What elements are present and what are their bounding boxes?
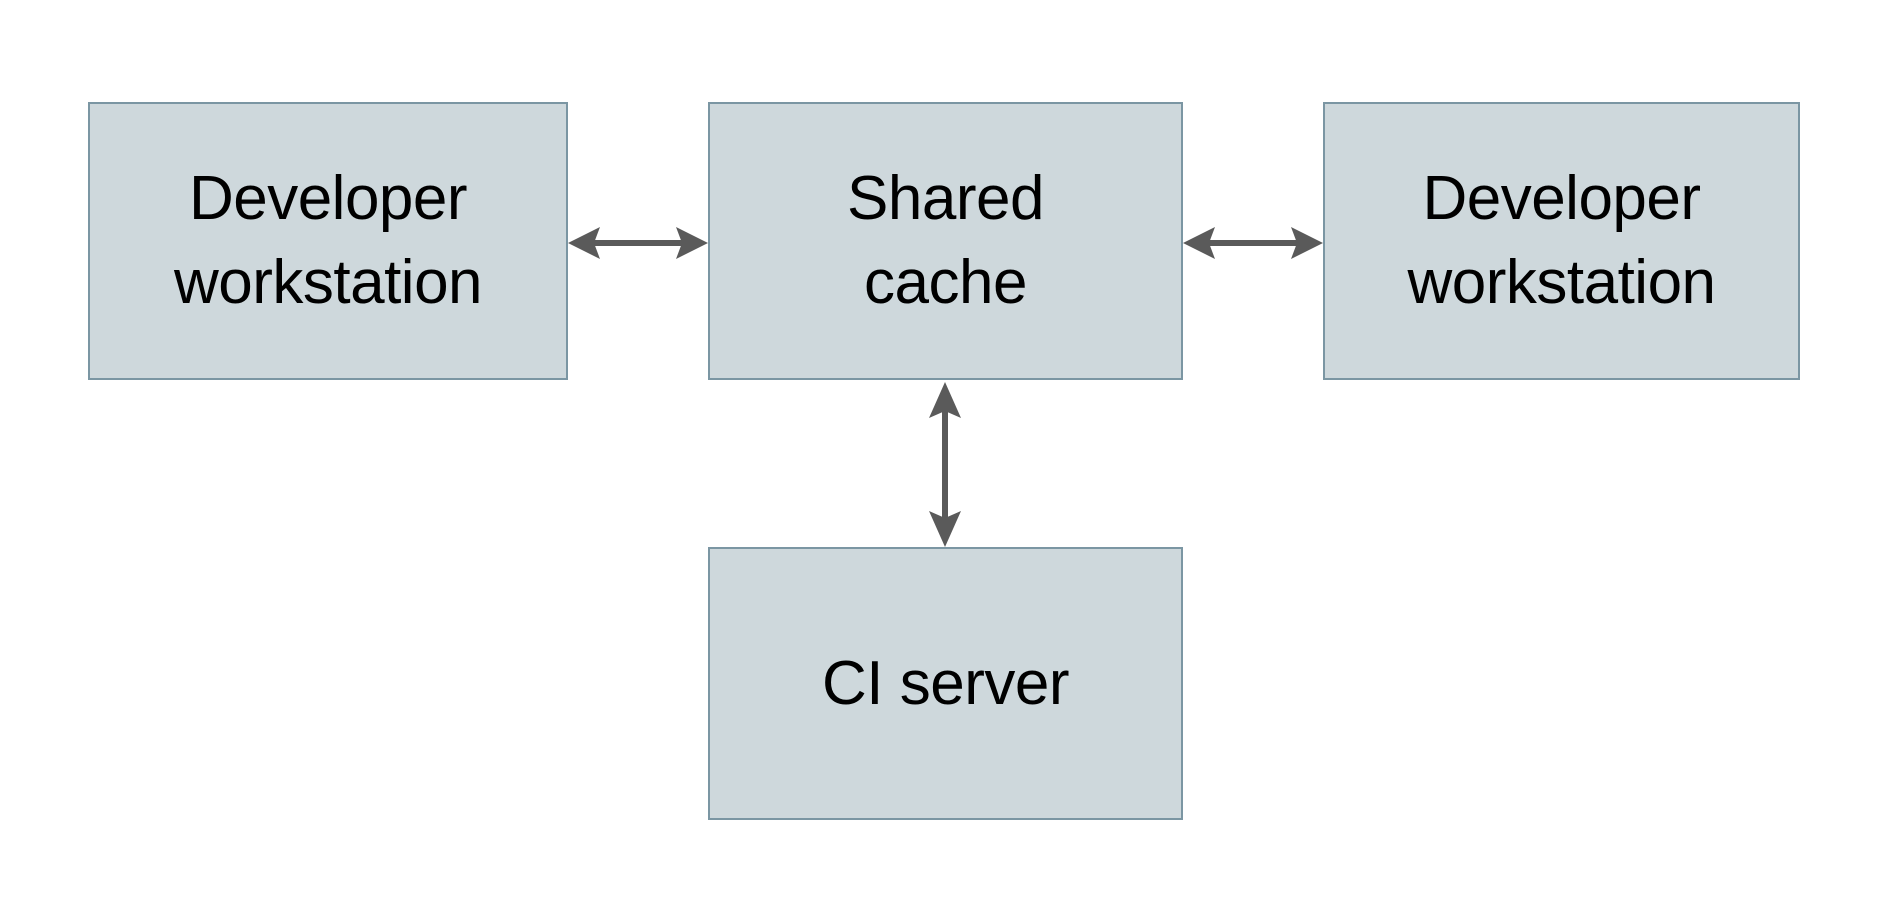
- node-label: Developer workstation: [173, 164, 483, 317]
- double-arrow-icon: [1183, 227, 1323, 259]
- node-developer-workstation-left[interactable]: Developer workstation: [88, 102, 568, 380]
- double-arrow-icon: [929, 382, 961, 547]
- edge-developer-left-to-shared-cache: [568, 227, 708, 259]
- edge-shared-cache-to-ci-server: [929, 382, 961, 547]
- node-label: CI server: [822, 648, 1069, 718]
- double-arrow-icon: [568, 227, 708, 259]
- node-label: Shared cache: [847, 164, 1044, 317]
- node-ci-server[interactable]: CI server: [708, 547, 1183, 820]
- edge-shared-cache-to-developer-right: [1183, 227, 1323, 259]
- node-label: Developer workstation: [1407, 164, 1716, 317]
- node-shared-cache[interactable]: Shared cache: [708, 102, 1183, 380]
- node-developer-workstation-right[interactable]: Developer workstation: [1323, 102, 1800, 380]
